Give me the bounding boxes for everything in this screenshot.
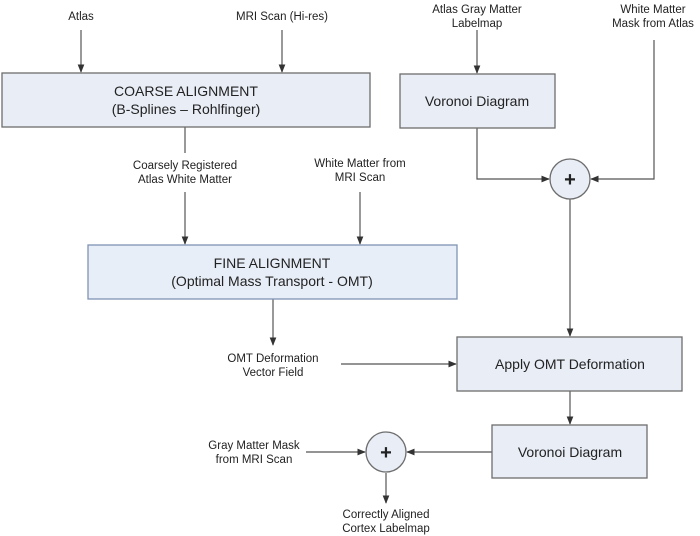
coarse-alignment-title: COARSE ALIGNMENT bbox=[114, 83, 258, 99]
label-omt-vector-field-l1: OMT Deformation bbox=[227, 353, 318, 365]
label-atlas-gray-matter-l1: Atlas Gray Matter bbox=[432, 4, 522, 16]
label-wm-mri-l2: MRI Scan bbox=[335, 172, 386, 184]
label-wm-mask-atlas-l2: Mask from Atlas bbox=[612, 18, 694, 30]
sum-node-bottom: + bbox=[365, 431, 407, 473]
apply-omt-label: Apply OMT Deformation bbox=[495, 356, 645, 372]
edge-wm-atlas-to-sum-top bbox=[590, 40, 655, 183]
label-wm-mri-l1: White Matter from bbox=[314, 158, 405, 170]
label-correctly-aligned-l1: Correctly Aligned bbox=[343, 509, 430, 521]
fine-alignment-title: FINE ALIGNMENT bbox=[214, 255, 331, 271]
edge-voronoi-to-sum-top bbox=[476, 128, 550, 183]
voronoi-top-label: Voronoi Diagram bbox=[425, 93, 529, 109]
label-wm-mask-atlas-l1: White Matter bbox=[620, 4, 685, 16]
fine-alignment-box: FINE ALIGNMENT (Optimal Mass Transport -… bbox=[87, 244, 458, 300]
sum-node-top: + bbox=[549, 158, 591, 200]
voronoi-bottom-box: Voronoi Diagram bbox=[491, 424, 648, 479]
label-coarsely-registered-l1: Coarsely Registered bbox=[133, 160, 237, 172]
voronoi-top-box: Voronoi Diagram bbox=[399, 73, 556, 129]
label-omt-vector-field-l2: Vector Field bbox=[243, 367, 304, 379]
plus-icon: + bbox=[380, 442, 392, 464]
apply-omt-box: Apply OMT Deformation bbox=[456, 336, 683, 392]
coarse-alignment-subtitle: (B-Splines – Rohlfinger) bbox=[112, 101, 261, 117]
coarse-alignment-box: COARSE ALIGNMENT (B-Splines – Rohlfinger… bbox=[1, 72, 371, 128]
fine-alignment-subtitle: (Optimal Mass Transport - OMT) bbox=[171, 273, 372, 289]
plus-icon: + bbox=[564, 169, 576, 191]
label-gm-mri-l2: from MRI Scan bbox=[216, 454, 293, 466]
label-correctly-aligned-l2: Cortex Labelmap bbox=[342, 523, 430, 535]
voronoi-bottom-label: Voronoi Diagram bbox=[518, 444, 622, 460]
label-coarsely-registered-l2: Atlas White Matter bbox=[138, 174, 232, 186]
edges bbox=[77, 30, 655, 504]
label-atlas-gray-matter-l2: Labelmap bbox=[452, 18, 503, 30]
label-gm-mri-l1: Gray Matter Mask bbox=[208, 440, 300, 452]
label-atlas: Atlas bbox=[68, 11, 94, 23]
label-mri-scan: MRI Scan (Hi-res) bbox=[236, 11, 328, 23]
